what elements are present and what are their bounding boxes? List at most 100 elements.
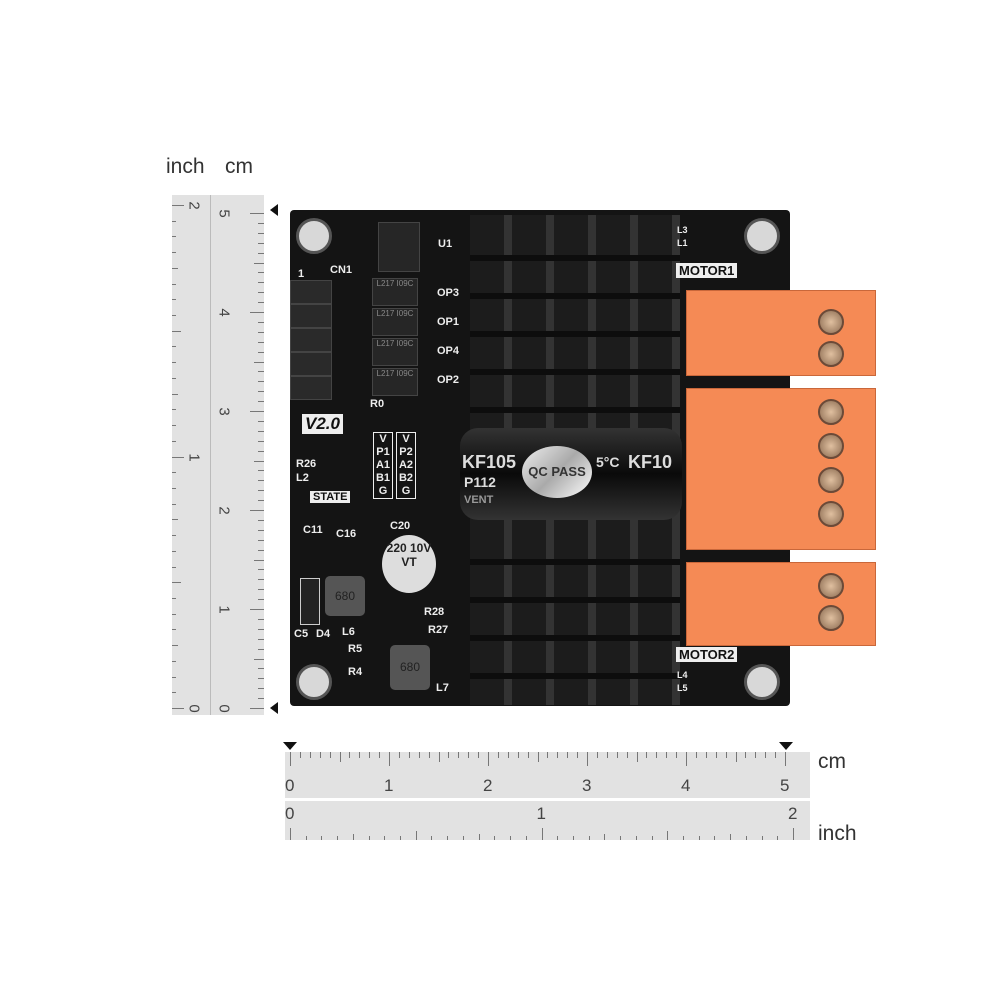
cm-tick (258, 668, 264, 670)
terminal-screw (818, 467, 844, 493)
inch-tick (172, 252, 176, 254)
inch-tick (494, 836, 496, 840)
pinout-label: B1 (375, 472, 391, 484)
u1-chip (378, 222, 420, 272)
inch-tick (290, 828, 291, 840)
cm-tick (258, 480, 264, 482)
cm-tick-label: 2 (215, 506, 233, 515)
pinout-label: P1 (376, 446, 390, 458)
inch-tick (172, 676, 176, 678)
optocoupler-op2: L217 I09C (372, 368, 418, 396)
inch-tick (557, 836, 559, 840)
op4-label: OP4 (437, 345, 460, 357)
inch-tick (651, 836, 653, 840)
r4-label: R4 (348, 666, 363, 678)
inch-tick (172, 535, 176, 537)
cm-tick (468, 752, 470, 758)
cm-tick (258, 470, 264, 472)
cn1-label: CN1 (330, 264, 353, 276)
mount-hole (296, 664, 332, 700)
cm-tick (254, 262, 264, 264)
cm-tick (458, 752, 460, 758)
inch-tick (525, 836, 527, 840)
terminal-screw (818, 341, 844, 367)
power-capacitor: QC PASS KF105 KF10 P112 VENT 5°C (460, 428, 682, 520)
inch-tick-label: 1 (185, 452, 203, 462)
cm-tick (349, 752, 351, 758)
inch-tick (172, 346, 176, 348)
cm-tick (428, 752, 430, 758)
inch-tick (172, 440, 176, 442)
optocoupler-op3: L217 I09C (372, 278, 418, 306)
cm-tick-label: 4 (681, 776, 691, 795)
cm-tick (258, 331, 264, 333)
cm-tick (547, 752, 549, 758)
cm-tick (369, 752, 371, 758)
cm-tick (497, 752, 499, 758)
header-pin (290, 352, 332, 376)
inch-tick (793, 828, 794, 840)
op2-label: OP2 (437, 374, 460, 386)
cm-tick (258, 272, 264, 274)
cm-tick (389, 752, 390, 766)
cm-tick (258, 242, 264, 244)
inch-tick (172, 645, 178, 647)
header-pin (290, 328, 332, 352)
cm-tick (254, 658, 264, 660)
inductor-l7: 680 (390, 645, 430, 690)
power-terminal-block (686, 388, 876, 550)
cm-tick (250, 411, 264, 412)
cm-tick (775, 752, 777, 758)
cm-tick (258, 420, 264, 422)
diode-d4 (300, 578, 320, 625)
cm-tick (258, 292, 264, 294)
cm-tick (258, 222, 264, 224)
ruler-marker-left (283, 742, 297, 757)
inch-tick (352, 834, 354, 840)
inch-tick (305, 836, 307, 840)
inch-tick (172, 503, 176, 505)
inch-tick (172, 299, 176, 301)
cm-tick (616, 752, 618, 758)
cm-unit-label-h: cm (818, 750, 846, 773)
cm-tick-label: 0 (285, 776, 295, 795)
optocoupler-op1: L217 I09C (372, 308, 418, 336)
cm-tick (596, 752, 598, 758)
capacitor-marking: 220 10V VT (386, 541, 432, 569)
r0-label: R0 (370, 398, 385, 410)
terminal-screw (818, 605, 844, 631)
cm-tick (258, 351, 264, 353)
inch-tick-label: 0 (185, 704, 203, 713)
heatsink-fin (470, 407, 680, 413)
inch-tick (172, 692, 176, 694)
inch-tick (745, 836, 747, 840)
capacitor-text: VENT (464, 494, 494, 506)
heatsink-fin (470, 255, 680, 261)
inch-tick (714, 836, 716, 840)
cm-tick (488, 752, 489, 766)
motor1-label: MOTOR1 (676, 263, 738, 278)
cm-tick-label: 3 (582, 776, 592, 795)
cm-tick (676, 752, 678, 758)
op1-label: OP1 (437, 316, 460, 328)
cm-tick (666, 752, 668, 758)
cm-tick (258, 618, 264, 620)
d4-label: D4 (316, 628, 331, 640)
inductor-marking: 680 (399, 660, 421, 674)
cm-tick (478, 752, 480, 758)
cm-tick (258, 628, 264, 630)
cm-tick (258, 391, 264, 393)
inch-tick (667, 831, 669, 840)
cm-tick-label: 1 (384, 776, 394, 795)
terminal-screw (818, 573, 844, 599)
cm-tick (587, 752, 588, 766)
inch-tick (572, 836, 574, 840)
inch-tick (172, 566, 176, 568)
capacitor-text: KF10 (628, 452, 673, 472)
cm-tick (527, 752, 529, 758)
header-pin (290, 280, 332, 304)
pinout-label: V (402, 433, 410, 445)
cm-tick (258, 549, 264, 551)
r26-label: R26 (296, 458, 317, 470)
